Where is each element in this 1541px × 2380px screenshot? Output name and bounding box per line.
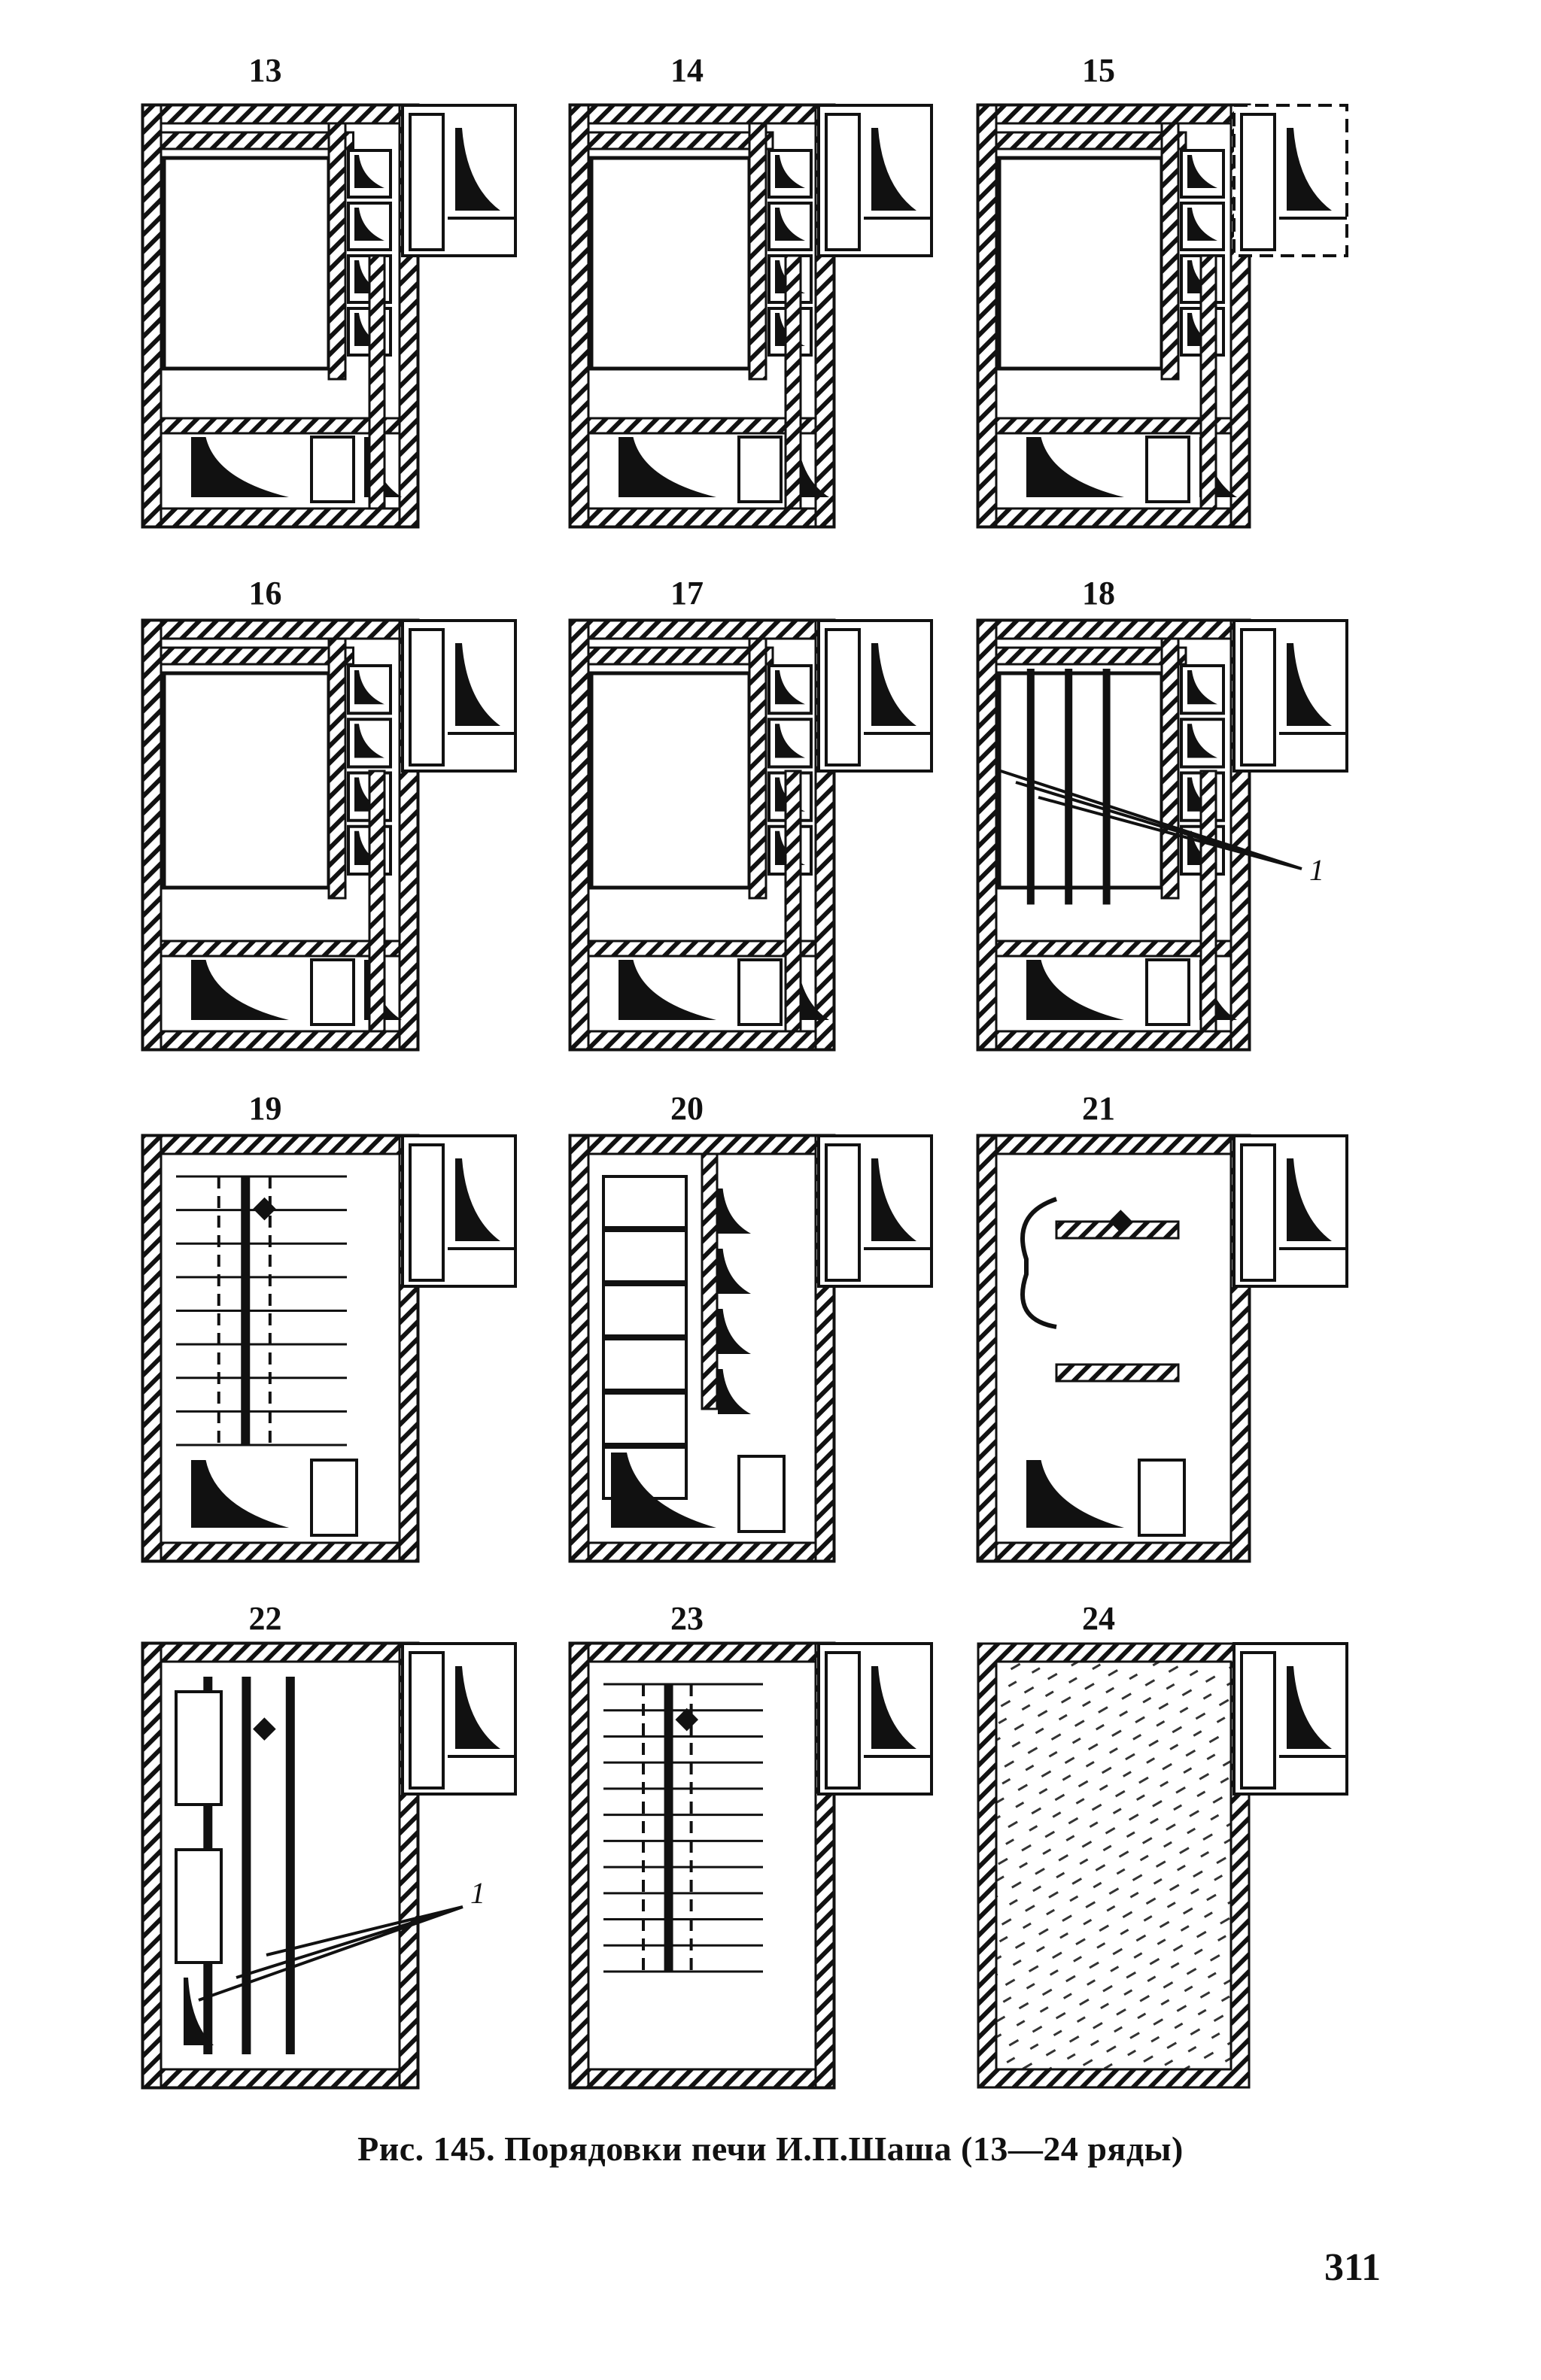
course-panel-22: 22 ◆ 1	[141, 1600, 517, 2090]
firebox-opening	[589, 156, 752, 371]
firebox-opening	[997, 671, 1164, 890]
course-panel-16: 16	[141, 575, 517, 1052]
course-number-13: 13	[249, 52, 282, 89]
steel-bar	[1065, 669, 1073, 905]
course-number-14: 14	[670, 52, 704, 89]
smoke-channel	[1020, 1197, 1057, 1329]
course-number-24: 24	[1082, 1600, 1115, 1637]
course-panel-14: 14	[568, 52, 933, 529]
course-number-17: 17	[670, 575, 704, 612]
callout-leader	[198, 1905, 464, 2002]
course-panel-24: 24	[977, 1600, 1348, 2089]
svg-text:◆: ◆	[1109, 1202, 1132, 1236]
course-panel-18: 18 1	[976, 575, 1348, 1052]
firebox-opening	[162, 671, 331, 890]
course-panel-15: 15	[976, 52, 1348, 529]
steel-bar	[664, 1684, 673, 1972]
firebox-opening	[997, 156, 1164, 371]
callout-leader	[1000, 770, 1302, 870]
steel-bar	[1102, 669, 1111, 905]
svg-text:◆: ◆	[253, 1190, 276, 1224]
firebox-opening	[589, 671, 752, 890]
course-number-19: 19	[249, 1090, 282, 1127]
course-number-15: 15	[1082, 52, 1115, 89]
steel-bar	[285, 1677, 295, 2054]
course-panel-19: 19 ◆	[141, 1090, 517, 1563]
course-panel-17: 17	[568, 575, 933, 1052]
page-number: 311	[1324, 2246, 1381, 2289]
svg-text:◆: ◆	[675, 1700, 698, 1734]
course-number-20: 20	[670, 1090, 704, 1127]
svg-text:◆: ◆	[253, 1710, 276, 1744]
steel-bar	[242, 1677, 251, 2054]
course-number-23: 23	[670, 1600, 704, 1637]
callout-label: 1	[470, 1876, 485, 1910]
figure-caption: Рис. 145. Порядовки печи И.П.Шаша (13—24…	[357, 2130, 1184, 2168]
callout-label: 1	[1309, 853, 1324, 887]
course-panel-20: 20	[568, 1090, 933, 1563]
course-panel-21: 21 ◆	[976, 1090, 1348, 1563]
course-panel-23: 23 ◆	[568, 1600, 933, 2090]
steel-bar	[241, 1176, 251, 1445]
course-number-18: 18	[1082, 575, 1115, 612]
course-number-16: 16	[249, 575, 282, 612]
firebox-opening	[162, 156, 331, 371]
course-number-21: 21	[1082, 1090, 1115, 1127]
course-number-22: 22	[249, 1600, 282, 1637]
course-panel-13: 13	[141, 52, 517, 529]
